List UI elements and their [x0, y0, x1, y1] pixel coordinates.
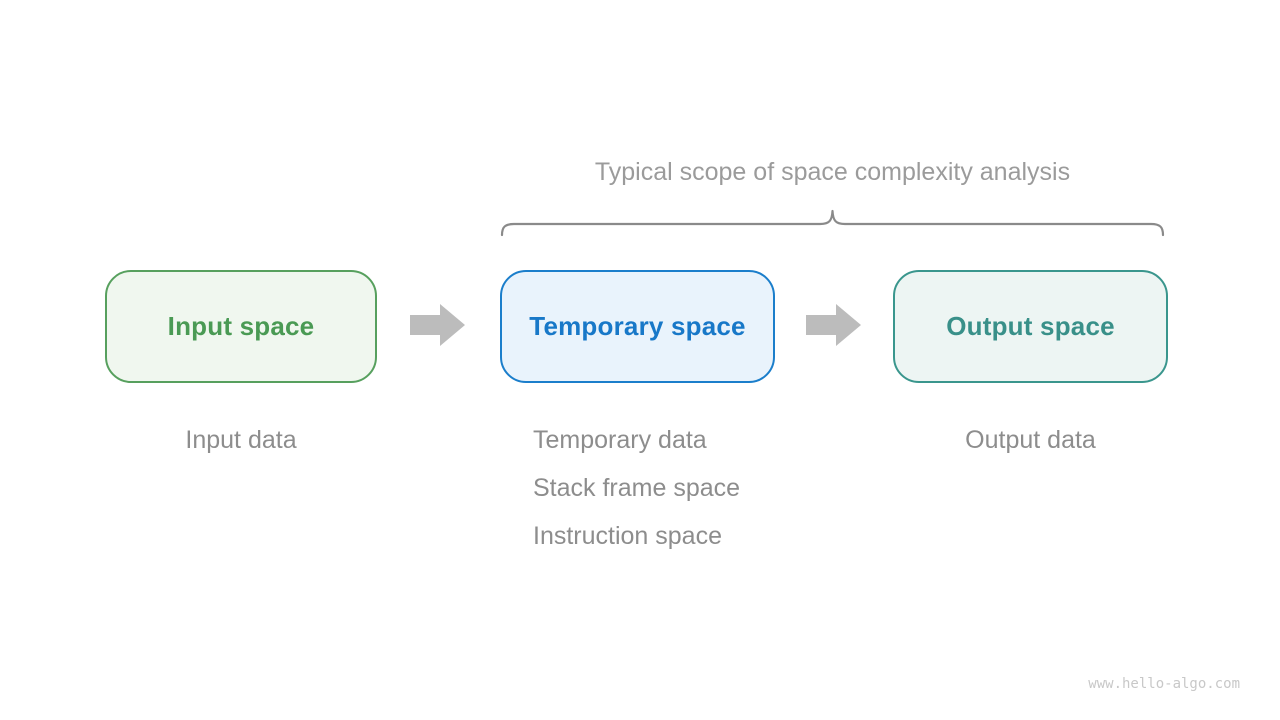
brace-title: Typical scope of space complexity analys…	[594, 158, 1071, 186]
input-space-label: Input space	[167, 311, 315, 341]
input-data-label: Input data	[185, 426, 297, 454]
output-space-box: Output space	[893, 270, 1168, 383]
instruction-space-label: Instruction space	[533, 522, 722, 550]
temporary-data-label: Temporary data	[533, 426, 707, 454]
output-space-label: Output space	[946, 311, 1115, 341]
watermark: www.hello-algo.com	[1088, 676, 1240, 692]
arrow-right-icon	[806, 304, 861, 346]
output-data-label: Output data	[965, 426, 1096, 454]
arrow-right-icon	[410, 304, 465, 346]
temporary-space-box: Temporary space	[500, 270, 775, 383]
stack-frame-space-label: Stack frame space	[533, 474, 741, 502]
temporary-space-label: Temporary space	[529, 311, 746, 341]
temporary-space-sublabels: Temporary data Stack frame space Instruc…	[533, 425, 740, 569]
curly-brace-top-icon	[500, 209, 1165, 237]
input-space-box: Input space	[105, 270, 377, 383]
